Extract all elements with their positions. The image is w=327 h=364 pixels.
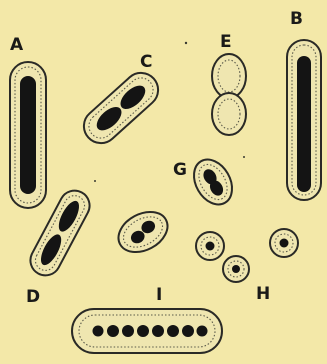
cell-a [10,62,46,208]
cell-b [287,40,321,200]
speck [185,42,187,44]
label-i: I [156,285,162,305]
label-c: C [140,52,152,72]
label-e: E [220,32,232,52]
label-h: H [256,284,270,304]
cell-g [186,153,239,212]
cell-c [77,66,165,150]
cell-h [196,229,298,282]
cell-e [212,54,246,135]
cell-pair-small [112,204,175,260]
label-d: D [26,287,40,307]
speck [94,180,96,182]
label-g: G [173,160,187,180]
label-b: B [290,9,303,29]
label-a: A [10,35,24,55]
cell-i [72,309,222,353]
speck [243,156,245,158]
